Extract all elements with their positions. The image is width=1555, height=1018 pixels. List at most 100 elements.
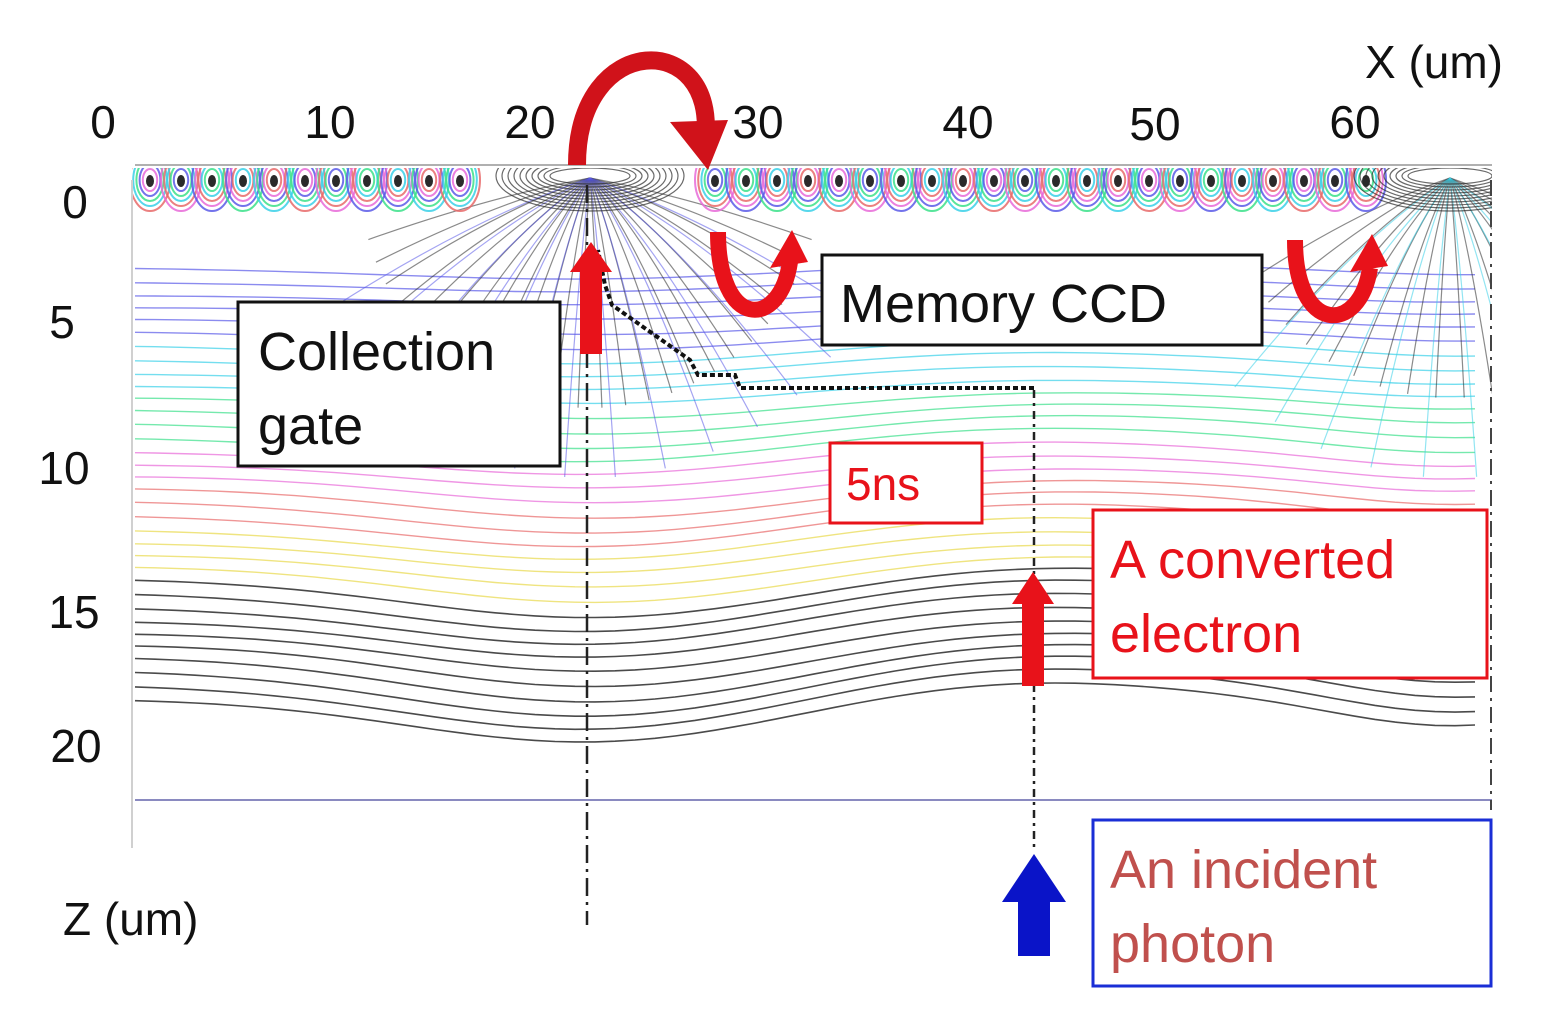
gate-potential-well: [519, 168, 661, 200]
svg-text:electron: electron: [1110, 604, 1302, 664]
plot-area: [132, 168, 1492, 848]
electrode-contour: [445, 168, 475, 202]
gate-potential-well: [1359, 168, 1492, 209]
x-tick-label: 20: [504, 96, 555, 148]
gate-potential-well: [1389, 168, 1492, 194]
field-line: [589, 177, 759, 428]
converted-electron-label: A converted electron: [1091, 508, 1489, 680]
contour-line: [134, 491, 1476, 534]
electrode: [1300, 175, 1308, 187]
electrode: [1083, 175, 1091, 187]
right-curved-arrow-icon: [1287, 234, 1388, 324]
field-line: [589, 177, 695, 384]
contour-line: [134, 468, 1476, 504]
field-line: [589, 177, 716, 372]
electrode-contour: [1109, 168, 1127, 192]
z-axis: 0 5 10 15 20 Z (um): [38, 176, 198, 945]
gate-potential-well: [1353, 168, 1492, 212]
gate-potential-well: [543, 168, 637, 188]
field-line: [368, 177, 591, 241]
electrode-contour: [830, 168, 848, 192]
svg-text:photon: photon: [1110, 914, 1275, 974]
svg-text:Memory CCD: Memory CCD: [840, 274, 1167, 334]
gate-potential-well: [537, 168, 643, 191]
electrode-contour: [923, 168, 941, 192]
gate-potential-well: [1401, 168, 1492, 188]
electrode: [425, 175, 433, 187]
field-line: [1449, 177, 1492, 210]
svg-text:An incident: An incident: [1110, 840, 1377, 900]
gate-potential-well: [531, 168, 649, 194]
electrode-contour: [737, 168, 755, 192]
z-axis-label: Z (um): [63, 893, 198, 945]
electrode-contour: [1233, 168, 1251, 192]
electrode: [959, 175, 967, 187]
electrode-contour: [265, 168, 283, 192]
electron-up-arrow-icon: [1012, 572, 1054, 686]
electrode: [239, 175, 247, 187]
svg-text:Collection: Collection: [258, 322, 495, 382]
gate-electrodes: [132, 168, 1492, 212]
electrode-contour: [389, 168, 407, 192]
electrode-contour: [172, 168, 190, 192]
contour-line: [134, 682, 1476, 743]
electrode-contour: [1345, 168, 1387, 212]
field-line: [1370, 177, 1451, 468]
electrode-contour: [203, 168, 221, 192]
electrode: [866, 175, 874, 187]
gate-potential-well: [549, 168, 631, 185]
electrode-contour: [1348, 168, 1384, 207]
svg-text:5ns: 5ns: [846, 458, 920, 510]
collection-gate-label: Collection gate: [236, 300, 562, 468]
gate-potential-well: [513, 168, 667, 203]
svg-text:A converted: A converted: [1110, 530, 1395, 590]
electrode-contour: [985, 168, 1003, 192]
memory-ccd-label: Memory CCD: [820, 253, 1264, 347]
z-tick-label: 5: [49, 296, 75, 348]
z-tick-label: 10: [38, 442, 89, 494]
electrode: [270, 175, 278, 187]
field-line: [1406, 177, 1451, 394]
electrode-contour: [327, 168, 345, 192]
electrode-contour: [141, 168, 159, 192]
field-line: [589, 177, 666, 469]
field-line: [589, 177, 812, 241]
electrode: [1331, 175, 1339, 187]
gate-potential-well: [501, 168, 679, 209]
time-label: 5ns: [828, 441, 984, 525]
x-tick-label: 30: [732, 96, 783, 148]
electrode: [897, 175, 905, 187]
field-line: [1422, 177, 1451, 477]
field-line: [564, 177, 591, 477]
gate-electron-arrow-icon: [570, 242, 612, 354]
electrode: [332, 175, 340, 187]
electrode-contour: [1047, 168, 1065, 192]
field-line: [1449, 177, 1492, 291]
electrode-contour: [1264, 168, 1282, 192]
incident-photon-label: An incident photon: [1091, 818, 1493, 988]
electrode-contour: [442, 168, 478, 207]
field-line: [1449, 177, 1492, 201]
field-line: [411, 177, 591, 325]
gate-potential-well: [1383, 168, 1492, 197]
photon-up-arrow-icon: [1002, 854, 1066, 956]
gate-potential-well: [1365, 168, 1492, 206]
gate-potential-well: [1371, 168, 1492, 203]
electrode: [1145, 175, 1153, 187]
electrode: [835, 175, 843, 187]
electrode: [990, 175, 998, 187]
z-tick-label: 0: [62, 176, 88, 228]
electrode-contour: [1078, 168, 1096, 192]
field-line: [1449, 177, 1478, 477]
electrode: [146, 175, 154, 187]
electrode: [1021, 175, 1029, 187]
electrode-contour: [892, 168, 910, 192]
electrode-contour: [1202, 168, 1220, 192]
electron-trajectory: [596, 249, 1034, 390]
field-line: [1449, 177, 1492, 217]
gate-potential-well: [495, 168, 685, 212]
field-line: [589, 177, 616, 477]
memory-curved-arrow-icon: [710, 230, 808, 318]
electrode: [456, 175, 464, 187]
electrode-contour: [439, 168, 481, 212]
